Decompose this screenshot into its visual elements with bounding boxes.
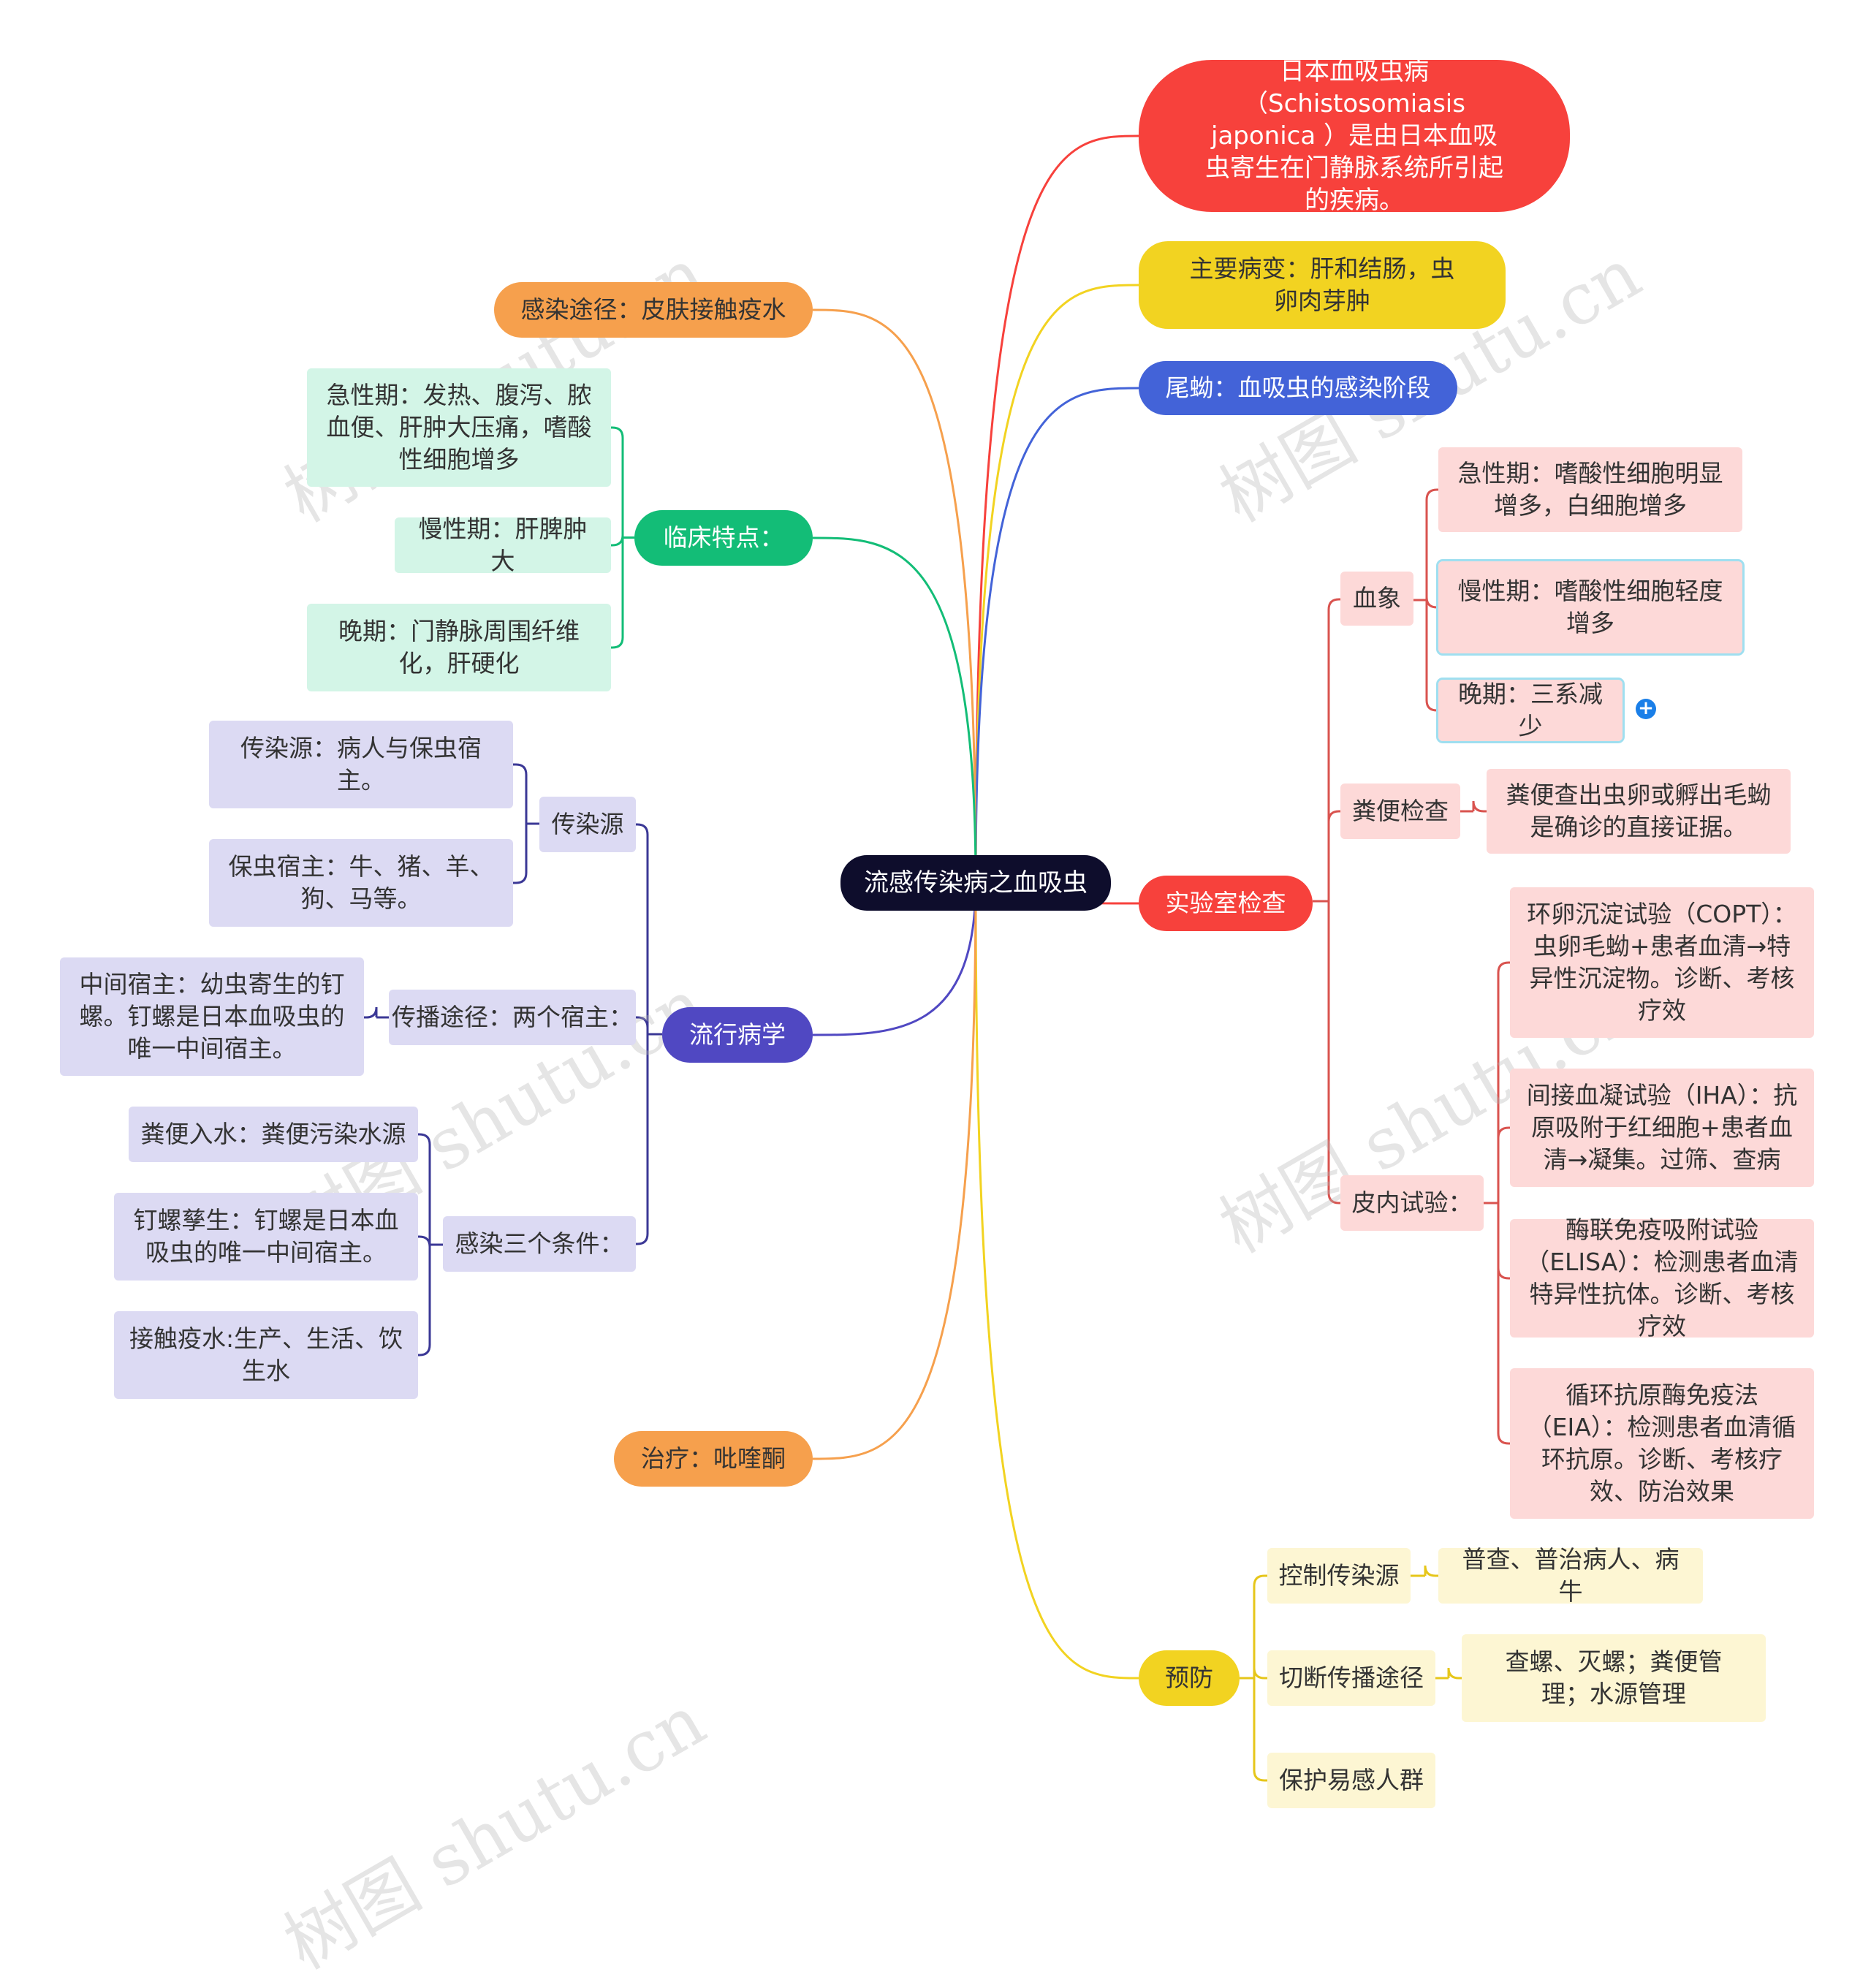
plus-circle-icon[interactable]: + bbox=[1636, 699, 1656, 719]
cut-bracket-branch-0 bbox=[1447, 1667, 1462, 1680]
source-node[interactable]: 传染源 bbox=[539, 797, 636, 852]
lab-exam-node[interactable]: 实验室检查 bbox=[1139, 876, 1313, 931]
blood-acute-node[interactable]: 急性期：嗜酸性细胞明显增多，白细胞增多 bbox=[1438, 447, 1742, 532]
conditions-bracket-branch-2 bbox=[418, 1245, 431, 1357]
central-topic[interactable]: 流感传染病之血吸虫 bbox=[840, 855, 1111, 911]
clinical-bracket-branch-1 bbox=[611, 534, 624, 547]
lab-bracket-branch-2 bbox=[1327, 901, 1340, 1204]
blood-bracket-branch-2 bbox=[1425, 600, 1438, 712]
lab-bracket-branch-0 bbox=[1327, 598, 1340, 901]
condition-item-1[interactable]: 粪便入水：粪便污染水源 bbox=[129, 1107, 418, 1162]
clinical-acute-node[interactable]: 急性期：发热、腹泻、脓血便、肝肿大压痛，嗜酸性细胞增多 bbox=[307, 368, 611, 487]
infection-route-node[interactable]: 感染途径：皮肤接触疫水 bbox=[494, 282, 813, 338]
transmission-detail[interactable]: 中间宿主：幼虫寄生的钉螺。钉螺是日本血吸虫的唯一中间宿主。 bbox=[60, 957, 364, 1076]
stool-detail-node[interactable]: 粪便查出虫卵或孵出毛蚴是确诊的直接证据。 bbox=[1487, 769, 1791, 854]
blood-chronic-node[interactable]: 慢性期：嗜酸性细胞轻度增多 bbox=[1436, 559, 1745, 656]
definition-node[interactable]: 日本血吸虫病（Schistosomiasis japonica ）是由日本血吸虫… bbox=[1139, 57, 1570, 215]
edge-prevention bbox=[974, 882, 1139, 1680]
transmission-bracket-branch-0 bbox=[364, 1006, 378, 1019]
eia-node[interactable]: 循环抗原酶免疫法（EIA）：检测患者血清循环抗原。诊断、考核疗效、防治效果 bbox=[1510, 1368, 1814, 1519]
condition-item-2[interactable]: 钉螺孳生：钉螺是日本血吸虫的唯一中间宿主。 bbox=[114, 1193, 418, 1281]
blood-bracket-branch-0 bbox=[1425, 488, 1438, 600]
copt-node[interactable]: 环卵沉淀试验（COPT）：虫卵毛蚴+患者血清→特异性沉淀物。诊断、考核疗效 bbox=[1510, 887, 1814, 1038]
prevention-bracket-branch-1 bbox=[1253, 1667, 1267, 1680]
conditions-node[interactable]: 感染三个条件： bbox=[443, 1216, 636, 1272]
blood-late-node[interactable]: 晚期：三系减少 bbox=[1436, 678, 1625, 743]
skin-bracket-branch-1 bbox=[1497, 1126, 1510, 1203]
clinical-node[interactable]: 临床特点： bbox=[634, 510, 813, 566]
skin-bracket-branch-3 bbox=[1497, 1203, 1510, 1445]
source-item-2[interactable]: 保虫宿主：牛、猪、羊、狗、马等。 bbox=[209, 839, 513, 927]
prevention-node[interactable]: 预防 bbox=[1139, 1650, 1240, 1706]
main-lesion-node[interactable]: 主要病变：肝和结肠，虫卵肉芽肿 bbox=[1139, 241, 1506, 329]
blood-bracket-branch-1 bbox=[1425, 596, 1438, 609]
edge-treatment bbox=[812, 882, 977, 1460]
skin-test-node[interactable]: 皮内试验： bbox=[1340, 1175, 1484, 1231]
skin-bracket-branch-2 bbox=[1497, 1203, 1510, 1280]
clinical-bracket-branch-0 bbox=[611, 426, 624, 538]
clinical-late-node[interactable]: 晚期：门静脉周围纤维化，肝硬化 bbox=[307, 604, 611, 691]
edge-main-lesion bbox=[974, 284, 1139, 884]
source-item-1[interactable]: 传染源：病人与保虫宿主。 bbox=[209, 721, 513, 808]
edge-infection-route bbox=[812, 308, 977, 884]
edge-clinical bbox=[812, 536, 977, 884]
control-source-detail[interactable]: 普查、普治病人、病牛 bbox=[1438, 1545, 1703, 1606]
conditions-bracket-branch-1 bbox=[418, 1235, 431, 1248]
edge-cercaria bbox=[974, 387, 1139, 884]
cut-route-node[interactable]: 切断传播途径 bbox=[1267, 1650, 1435, 1706]
condition-item-3[interactable]: 接触疫水:生产、生活、饮生水 bbox=[114, 1311, 418, 1399]
cercaria-node[interactable]: 尾蚴：血吸虫的感染阶段 bbox=[1139, 361, 1457, 415]
conditions-bracket-branch-0 bbox=[418, 1133, 431, 1245]
source-bracket-branch-1 bbox=[513, 824, 528, 884]
cut-route-detail[interactable]: 查螺、灭螺；粪便管理；水源管理 bbox=[1462, 1634, 1766, 1722]
epidemiology-node[interactable]: 流行病学 bbox=[662, 1007, 813, 1063]
skin-bracket-branch-0 bbox=[1497, 961, 1510, 1203]
edge-definition bbox=[974, 134, 1139, 884]
transmission-node[interactable]: 传播途径：两个宿主： bbox=[389, 990, 636, 1045]
epi-bracket-branch-1 bbox=[636, 1016, 649, 1034]
edge-epidemiology bbox=[812, 882, 977, 1036]
elisa-node[interactable]: 酶联免疫吸附试验（ELISA）：检测患者血清特异性抗体。诊断、考核疗效 bbox=[1510, 1215, 1814, 1340]
protect-node[interactable]: 保护易感人群 bbox=[1267, 1753, 1435, 1808]
prevention-bracket-branch-0 bbox=[1253, 1574, 1267, 1678]
stool-node[interactable]: 粪便检查 bbox=[1340, 784, 1460, 839]
lab-bracket-branch-1 bbox=[1327, 810, 1340, 901]
clinical-chronic-node[interactable]: 慢性期：肝脾肿大 bbox=[395, 515, 611, 575]
connector-lines bbox=[364, 134, 1510, 1782]
epi-bracket-branch-2 bbox=[636, 1034, 649, 1245]
stool-bracket-branch-0 bbox=[1472, 800, 1487, 813]
epi-bracket-branch-0 bbox=[636, 823, 649, 1034]
blood-node[interactable]: 血象 bbox=[1340, 572, 1413, 626]
iha-node[interactable]: 间接血凝试验（IHA）：抗原吸附于红细胞+患者血清→凝集。过筛、查病 bbox=[1510, 1069, 1814, 1187]
clinical-bracket-branch-2 bbox=[611, 537, 624, 649]
source-bracket-branch-0 bbox=[513, 763, 528, 824]
control-bracket-branch-0 bbox=[1424, 1565, 1438, 1577]
treatment-node[interactable]: 治疗：吡喹酮 bbox=[614, 1431, 813, 1487]
control-source-node[interactable]: 控制传染源 bbox=[1267, 1548, 1411, 1604]
prevention-bracket-branch-2 bbox=[1253, 1678, 1267, 1782]
